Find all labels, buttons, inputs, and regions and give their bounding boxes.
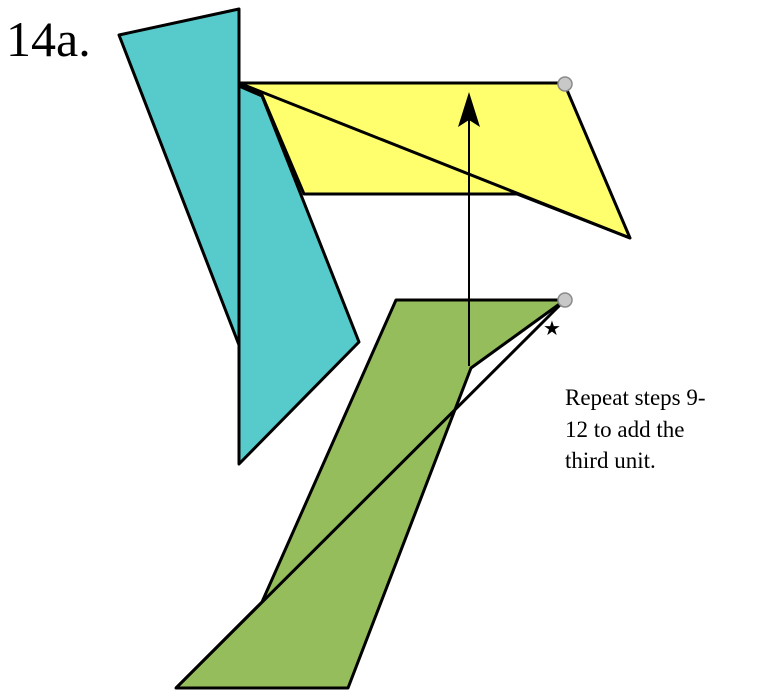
green-fold-line [174, 298, 567, 690]
step-number: 14a. [6, 11, 91, 67]
instruction-line: 12 to add the [565, 416, 685, 442]
teal-back-panel [117, 7, 241, 347]
marker-dot-top [557, 76, 573, 92]
instruction-line: Repeat steps 9- [565, 385, 706, 410]
instruction-text: Repeat steps 9- 12 to add the third unit… [565, 382, 706, 477]
arrowhead-icon [458, 92, 480, 127]
yellow-fold-line [238, 81, 631, 240]
marker-dot-bottom [557, 292, 573, 308]
star-icon: ★ [543, 316, 561, 340]
green-unit [174, 298, 567, 690]
instruction-line: third unit. [565, 448, 656, 474]
teal-unit [117, 7, 361, 466]
